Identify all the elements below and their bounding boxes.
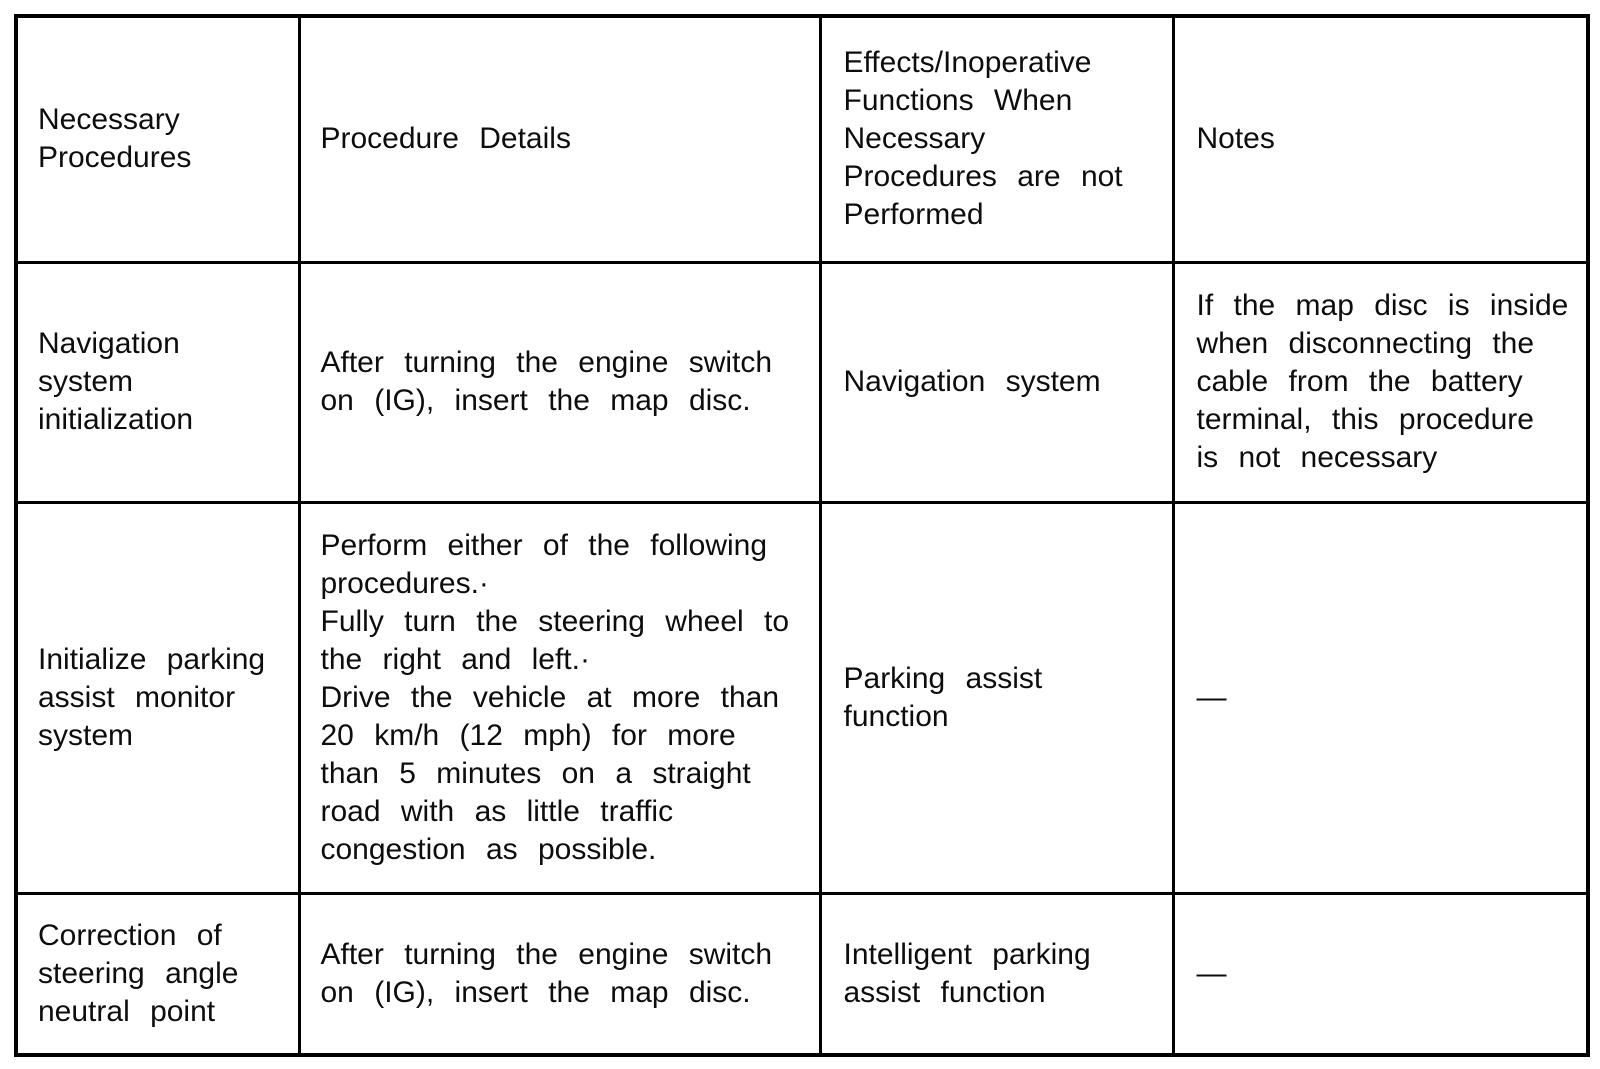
details-paragraph: After turning the engine switch on (IG),… [320, 346, 773, 417]
header-effects-inoperative-functions: Effects/Inoperative Functions When Neces… [818, 14, 1175, 264]
cell-effects-navigation-initialization: Navigation system [818, 260, 1175, 504]
cell-procedure-navigation-initialization: Navigation system initialization [14, 260, 301, 504]
procedures-table: Necessary Procedures Procedure Details E… [14, 14, 1590, 1057]
cell-notes-parking-assist-monitor: — [1171, 500, 1590, 895]
header-necessary-procedures: Necessary Procedures [14, 14, 301, 264]
details-paragraph: Drive the vehicle at more than 20 km/h (… [320, 680, 780, 866]
table-row-navigation-initialization: Navigation system initialization After t… [14, 260, 1590, 504]
cell-procedure-steering-angle-correction: Correction of steering angle neutral poi… [14, 891, 301, 1057]
table-row-steering-angle-correction: Correction of steering angle neutral poi… [14, 891, 1590, 1057]
cell-notes-navigation-initialization: If the map disc is inside when disconnec… [1171, 260, 1590, 504]
cell-procedure-parking-assist-monitor: Initialize parking assist monitor system [14, 500, 301, 895]
table-row-parking-assist-monitor: Initialize parking assist monitor system… [14, 500, 1590, 895]
details-paragraph: Perform either of the following procedur… [320, 528, 768, 600]
table-header-row: Necessary Procedures Procedure Details E… [14, 14, 1590, 264]
details-paragraph: After turning the engine switch on (IG),… [320, 937, 773, 1009]
cell-details-navigation-initialization: After turning the engine switch on (IG),… [297, 260, 822, 504]
cell-details-parking-assist-monitor: Perform either of the following procedur… [297, 500, 822, 895]
details-paragraph: Fully turn the steering wheel to the rig… [320, 604, 790, 676]
cell-effects-parking-assist-monitor: Parking assist function [818, 500, 1175, 895]
cell-effects-steering-angle-correction: Intelligent parking assist function [818, 891, 1175, 1057]
header-notes: Notes [1171, 14, 1590, 264]
cell-details-steering-angle-correction: After turning the engine switch on (IG),… [297, 891, 822, 1057]
cell-notes-steering-angle-correction: — [1171, 891, 1590, 1057]
header-procedure-details: Procedure Details [297, 14, 822, 264]
